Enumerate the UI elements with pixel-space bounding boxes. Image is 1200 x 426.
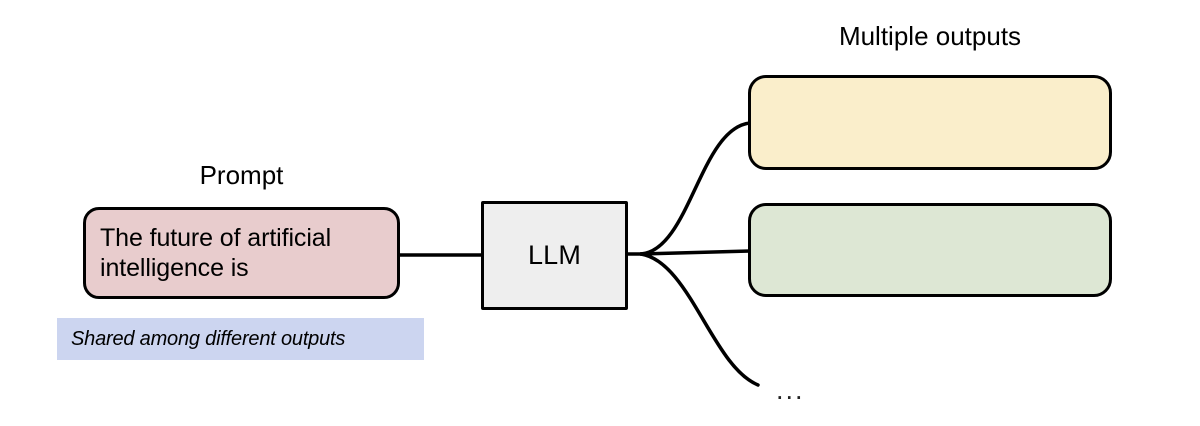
output-box-2 [748, 203, 1112, 297]
multiple-outputs-label: Multiple outputs [838, 21, 1022, 51]
output-box-1 [748, 75, 1112, 170]
prompt-label: Prompt [199, 160, 284, 190]
llm-box-label: LLM [527, 240, 582, 270]
prompt-box-text: The future of artificial intelligence is [100, 223, 332, 283]
edge-llm-to-output-1 [639, 121, 752, 256]
edge-llm-to-output-2 [639, 249, 752, 256]
shared-among-outputs-banner: Shared among different outputs [57, 318, 424, 360]
edge-llm-to-ellipsis [639, 252, 760, 387]
more-outputs-ellipsis: ... [776, 375, 805, 405]
shared-among-outputs-text: Shared among different outputs [71, 327, 346, 350]
prompt-box: The future of artificial intelligence is [83, 207, 400, 299]
llm-box: LLM [481, 201, 628, 310]
